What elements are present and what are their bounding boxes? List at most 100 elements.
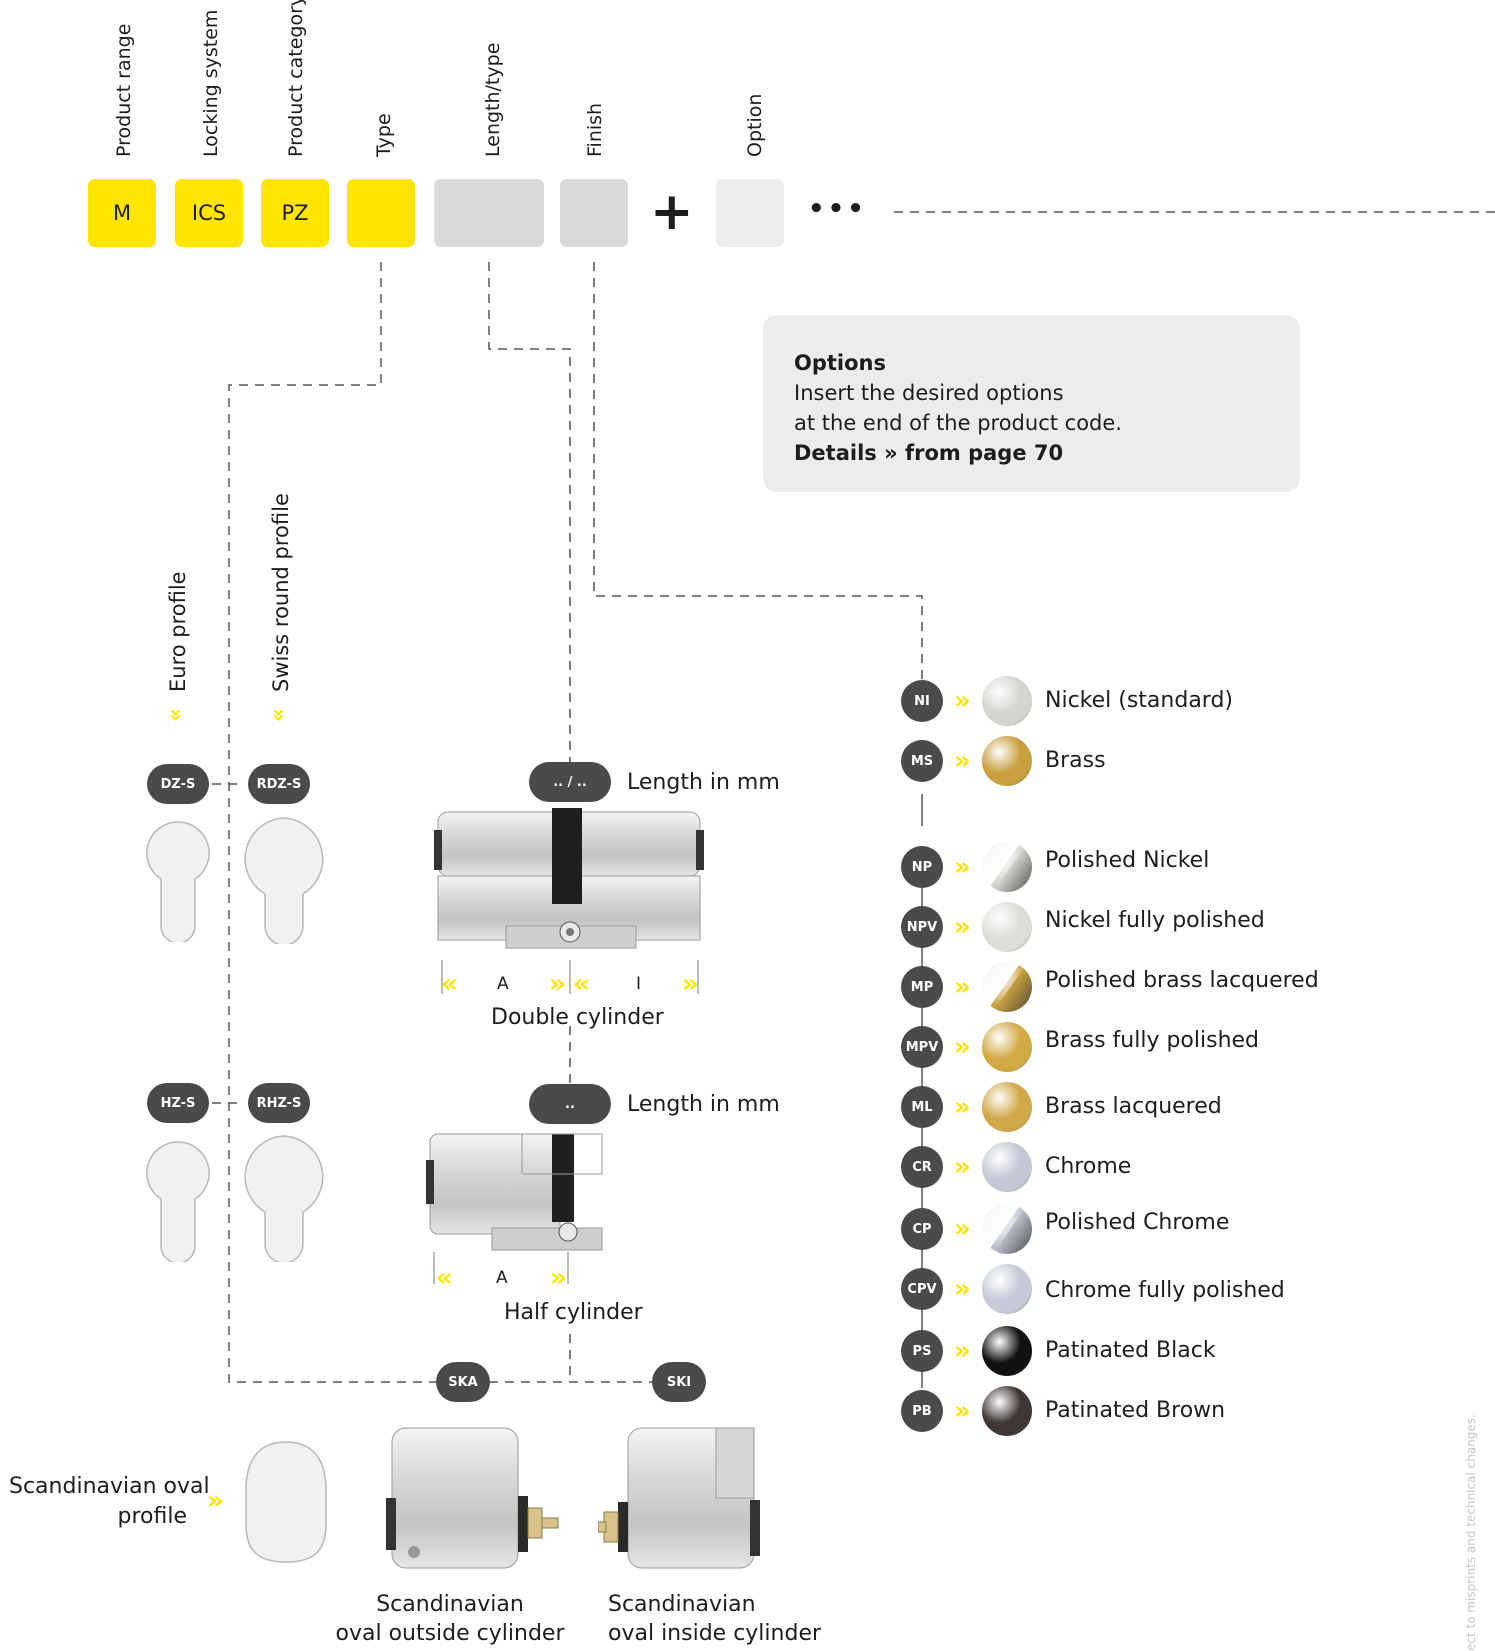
finish-label: Chrome fully polished: [1045, 1278, 1285, 1303]
euro-profile-shape-half-icon: [146, 1141, 210, 1262]
label-option: Option: [744, 93, 766, 157]
double-cylinder-caption: Double cylinder: [491, 1005, 664, 1030]
finish-chevron-icon: »: [954, 1274, 971, 1304]
code-ski: SKI: [652, 1362, 706, 1402]
half-cylinder-length-pill: ..: [529, 1084, 611, 1124]
plus-sign: +: [650, 182, 694, 242]
options-line-2: at the end of the product code.: [794, 411, 1122, 435]
finish-chevron-icon: »: [954, 1214, 971, 1244]
finish-swatch-icon: [982, 1326, 1032, 1376]
finish-chevron-icon: »: [954, 746, 971, 776]
scandinavian-inside-line-1: Scandinavian: [608, 1592, 756, 1617]
finish-code: ML: [901, 1086, 943, 1128]
finish-chevron-icon: »: [954, 912, 971, 942]
half-cylinder-length-label: Length in mm: [627, 1092, 780, 1117]
finish-label: Nickel fully polished: [1045, 908, 1265, 933]
finish-swatch-icon: [982, 962, 1032, 1012]
dim-i-left-chevron-icon: «: [573, 969, 590, 999]
side-note: ect to misprints and technical changes.: [1464, 1414, 1478, 1651]
swiss-profile-shape-half-icon: [244, 1135, 324, 1262]
finish-label: Brass lacquered: [1045, 1094, 1222, 1119]
finish-swatch-icon: [982, 1022, 1032, 1072]
finish-code: MPV: [901, 1026, 943, 1068]
finish-chevron-icon: »: [954, 1032, 971, 1062]
double-cylinder-dimensions: [441, 960, 699, 994]
swiss-profile-shape-icon: [244, 817, 324, 944]
code-rdz-s: RDZ-S: [248, 764, 310, 804]
finish-code: CR: [901, 1146, 943, 1188]
label-finish: Finish: [584, 102, 606, 157]
code-box-length-type: [434, 179, 544, 247]
label-scandinavian-profile: Scandinavian oval profile: [9, 1472, 210, 1532]
dim-a-right-chevron-icon: »: [549, 969, 566, 999]
finish-label: Polished brass lacquered: [1045, 968, 1319, 993]
finish-swatch-icon: [982, 1264, 1032, 1314]
scandinavian-inside-line-2: oval inside cylinder: [608, 1621, 822, 1646]
code-box-finish: [560, 179, 628, 247]
finish-code: NPV: [901, 906, 943, 948]
code-hz-s: HZ-S: [147, 1083, 209, 1123]
half-cylinder-dimensions: [433, 1252, 569, 1284]
double-cylinder-length-pill: .. / ..: [529, 762, 611, 802]
finish-code: NP: [901, 846, 943, 888]
half-cylinder-dim-a: A: [496, 1268, 508, 1288]
finish-swatch-icon: [982, 1204, 1032, 1254]
swiss-chevron-icon: »: [266, 707, 292, 723]
scandinavian-chevron-icon: »: [207, 1486, 224, 1516]
code-rhz-s: RHZ-S: [248, 1083, 310, 1123]
finish-label: Polished Nickel: [1045, 848, 1210, 873]
half-dim-right-chevron-icon: »: [550, 1263, 567, 1293]
double-cylinder-image: [434, 808, 704, 949]
finish-code: MP: [901, 966, 943, 1008]
finish-swatch-icon: [982, 1142, 1032, 1192]
dim-a-left-chevron-icon: «: [441, 969, 458, 999]
dim-i-right-chevron-icon: »: [682, 969, 699, 999]
finish-chevron-icon: »: [954, 1396, 971, 1426]
finish-code: CP: [901, 1208, 943, 1250]
scandinavian-profile-line-2: profile: [117, 1504, 188, 1529]
finish-swatch-icon: [982, 842, 1032, 892]
half-cylinder-caption: Half cylinder: [504, 1300, 643, 1325]
scandinavian-outside-line-1: Scandinavian: [376, 1592, 524, 1617]
code-dz-s: DZ-S: [147, 764, 209, 804]
scandinavian-inside-cylinder-image: [598, 1427, 760, 1569]
scandinavian-outside-cylinder-image: [386, 1427, 559, 1569]
label-swiss-profile: Swiss round profile: [269, 493, 293, 692]
code-box-type: [347, 179, 415, 247]
code-box-option: [716, 179, 784, 247]
finish-label: Patinated Black: [1045, 1338, 1216, 1363]
label-locking-system: Locking system: [200, 9, 222, 157]
finish-label: Polished Chrome: [1045, 1210, 1230, 1235]
label-type: Type: [373, 113, 395, 157]
double-cylinder-dim-i: I: [636, 974, 642, 994]
euro-chevron-icon: »: [163, 707, 189, 723]
double-cylinder-dim-a: A: [497, 974, 509, 994]
finish-label: Chrome: [1045, 1154, 1132, 1179]
finish-label: Nickel (standard): [1045, 688, 1234, 713]
finish-code: PB: [901, 1390, 943, 1432]
finish-label: Brass fully polished: [1045, 1028, 1260, 1053]
finish-swatch-icon: [982, 676, 1032, 726]
label-length-type: Length/type: [482, 42, 504, 157]
finish-swatch-icon: [982, 902, 1032, 952]
scandinavian-profile-shape-icon: [245, 1441, 327, 1563]
finish-code: NI: [901, 680, 943, 722]
finish-swatch-icon: [982, 736, 1032, 786]
code-ska: SKA: [436, 1362, 490, 1402]
finish-chevron-icon: »: [954, 852, 971, 882]
details-arrow-icon: »: [884, 441, 898, 465]
label-product-category: Product category: [285, 0, 307, 157]
finish-chevron-icon: »: [954, 1092, 971, 1122]
options-title: Options: [794, 351, 886, 375]
scandinavian-inside-caption: Scandinavian oval inside cylinder: [608, 1590, 821, 1648]
finish-chevron-icon: »: [954, 686, 971, 716]
finish-code: PS: [901, 1330, 943, 1372]
options-details: Details » from page 70: [794, 438, 1122, 468]
finish-chevron-icon: »: [954, 1336, 971, 1366]
finish-swatch-icon: [982, 1082, 1032, 1132]
scandinavian-profile-line-1: Scandinavian oval: [9, 1474, 210, 1499]
scandinavian-outside-line-2: oval outside cylinder: [335, 1621, 565, 1646]
label-euro-profile: Euro profile: [166, 571, 190, 692]
finish-label: Patinated Brown: [1045, 1398, 1226, 1423]
